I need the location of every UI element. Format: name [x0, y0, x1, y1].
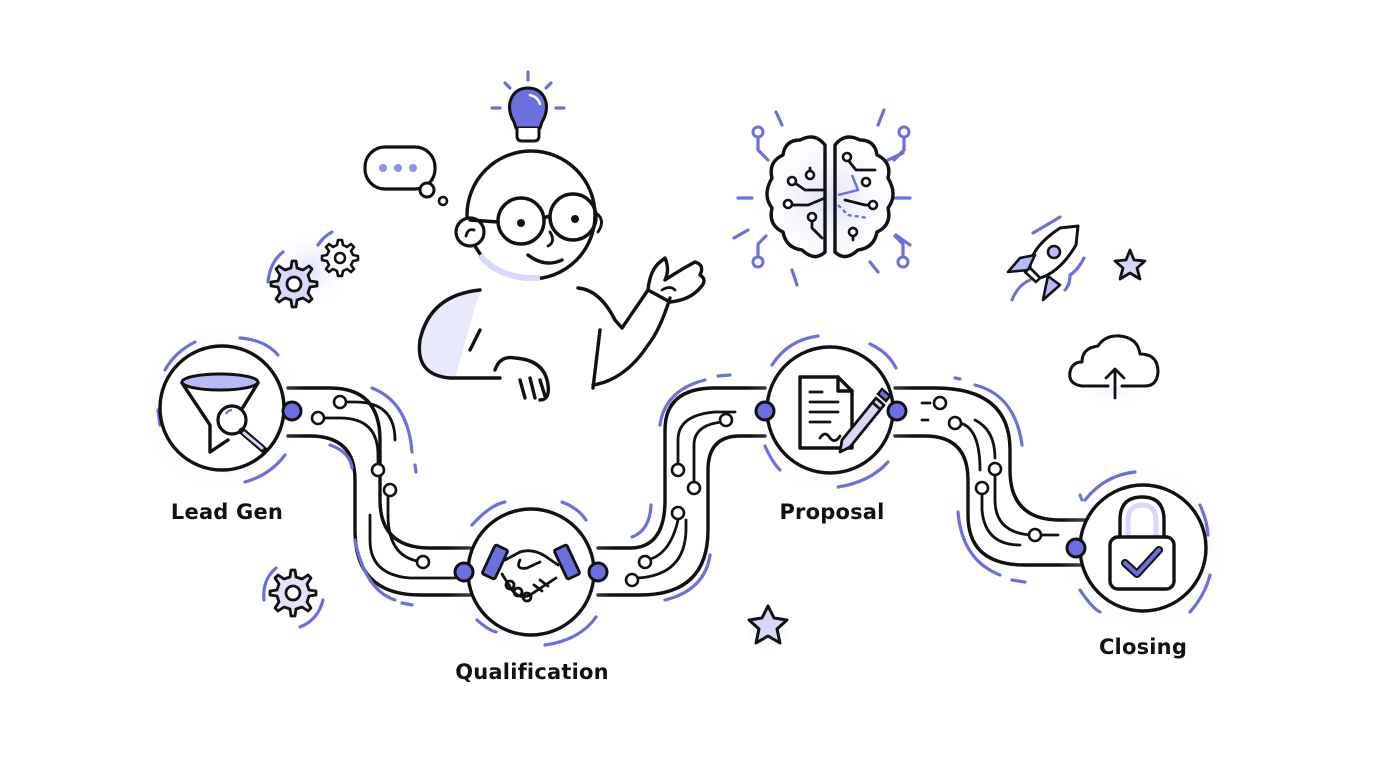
padlock-check-icon	[1108, 495, 1176, 591]
rocket-icon	[1006, 215, 1086, 302]
handshake-icon	[481, 543, 581, 603]
gears-icon	[266, 230, 360, 310]
star-icon	[742, 602, 794, 654]
funnel-magnifier-icon	[180, 372, 268, 454]
stage-lead-gen[interactable]	[137, 323, 307, 493]
track-segment-2	[596, 373, 767, 602]
star-icon	[1108, 243, 1152, 287]
brain-circuit-icon	[732, 108, 912, 287]
lightbulb-icon	[490, 70, 566, 143]
stage-label-qualification: Qualification	[455, 660, 609, 684]
gear-icon	[262, 562, 325, 629]
stage-qualification[interactable]	[446, 487, 616, 657]
person-with-glasses	[417, 149, 706, 402]
document-pen-icon	[798, 375, 892, 454]
stage-label-lead-gen: Lead Gen	[170, 500, 284, 524]
stage-proposal[interactable]	[745, 325, 915, 495]
stage-label-proposal: Proposal	[779, 500, 885, 524]
pipeline-track	[286, 373, 1087, 607]
track-segment-1	[286, 386, 472, 607]
track-segment-3	[893, 376, 1087, 584]
stage-closing[interactable]	[1058, 463, 1228, 633]
stage-label-closing: Closing	[1098, 635, 1188, 659]
cloud-upload-icon	[1068, 332, 1160, 412]
thought-bubble-icon	[363, 145, 449, 207]
